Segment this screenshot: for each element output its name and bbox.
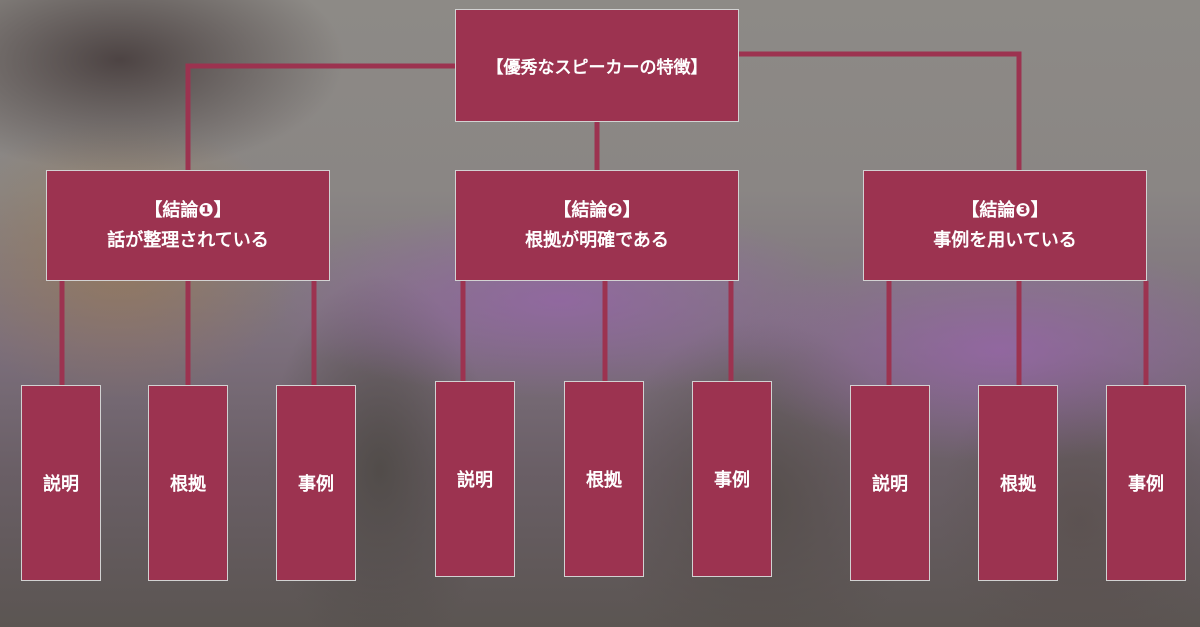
leaf-label: 説明 [872, 474, 908, 495]
connector-root-right [739, 51, 1022, 170]
conclusion-1-text: 話が整理されている [107, 229, 269, 251]
conclusion-2-text: 根拠が明確である [525, 229, 669, 251]
leaf-node: 事例 [1106, 385, 1186, 581]
leaf-label: 根拠 [1000, 474, 1036, 495]
conclusion-1-heading: 【結論❶】 [144, 199, 232, 221]
leaf-node: 説明 [850, 385, 930, 581]
conclusion-2-heading: 【結論❷】 [553, 199, 641, 221]
leaf-label: 説明 [43, 474, 79, 495]
conclusion-2-node: 【結論❷】 根拠が明確である [455, 170, 739, 281]
conclusion-3-node: 【結論❸】 事例を用いている [863, 170, 1147, 281]
leaf-node: 事例 [692, 381, 772, 577]
leaf-node: 説明 [21, 385, 101, 581]
leaf-node: 説明 [435, 381, 515, 577]
leaf-label: 根拠 [586, 470, 622, 491]
leaf-label: 説明 [457, 470, 493, 491]
leaf-label: 根拠 [170, 474, 206, 495]
leaf-label: 事例 [298, 474, 334, 495]
connector-root-left [185, 63, 455, 170]
leaf-label: 事例 [714, 470, 750, 491]
leaf-label: 事例 [1128, 474, 1164, 495]
conclusion-1-node: 【結論❶】 話が整理されている [46, 170, 330, 281]
leaf-node: 根拠 [148, 385, 228, 581]
conclusion-3-heading: 【結論❸】 [961, 199, 1049, 221]
root-node: 【優秀なスピーカーの特徴】 [455, 9, 739, 122]
root-label: 【優秀なスピーカーの特徴】 [486, 58, 708, 78]
leaf-node: 根拠 [978, 385, 1058, 581]
leaf-node: 事例 [276, 385, 356, 581]
conclusion-3-text: 事例を用いている [933, 229, 1077, 251]
leaf-node: 根拠 [564, 381, 644, 577]
